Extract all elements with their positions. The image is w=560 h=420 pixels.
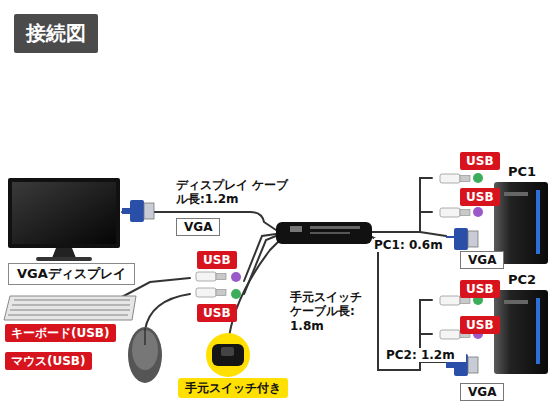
box-text: VGA — [184, 220, 212, 234]
hand-switch — [206, 333, 250, 377]
mouse-label: マウス(USB) — [5, 352, 92, 370]
cable-length: 手元スイッチ ケーブル長: 1.8m — [290, 290, 372, 333]
box-text: USB — [203, 253, 231, 267]
port-label: USB — [460, 152, 500, 170]
port-label: VGA — [176, 218, 220, 236]
box-text: USB — [466, 154, 494, 168]
port-label: VGA — [460, 383, 504, 401]
display-label: VGAディスプレイ — [8, 263, 135, 285]
mouse — [128, 327, 162, 383]
box-text: キーボード(USB) — [11, 326, 110, 340]
cable-length: ディスプレイ ケーブル長:1.2m — [176, 178, 294, 207]
diagram-title: 接続図 — [14, 14, 98, 53]
pc-tower — [494, 290, 548, 374]
box-text: VGA — [468, 253, 496, 267]
port-label: USB — [460, 280, 500, 298]
box-text: VGA — [468, 385, 496, 399]
port-label: USB — [197, 251, 237, 269]
box-text: USB — [466, 190, 494, 204]
pc-name: PC2 — [500, 272, 544, 287]
box-text: USB — [203, 306, 231, 320]
box-text: USB — [466, 282, 494, 296]
keyboard-label: キーボード(USB) — [5, 324, 116, 342]
box-text: 手元スイッチ付き — [185, 381, 281, 395]
port-label: USB — [197, 304, 237, 322]
box-text: VGAディスプレイ — [17, 266, 126, 282]
port-label: USB — [460, 316, 500, 334]
port-label: USB — [460, 188, 500, 206]
cables — [120, 178, 446, 370]
cable-length: PC1: 0.6m — [374, 238, 454, 252]
port-label: VGA — [460, 251, 504, 269]
kvm-switch — [276, 222, 372, 244]
box-text: マウス(USB) — [11, 354, 86, 368]
hand-switch-label: 手元スイッチ付き — [178, 378, 288, 398]
box-text: USB — [466, 318, 494, 332]
vga-display — [8, 178, 120, 261]
keyboard — [4, 296, 136, 320]
cable-length: PC2: 1.2m — [386, 348, 466, 362]
pc-name: PC1 — [500, 164, 544, 179]
